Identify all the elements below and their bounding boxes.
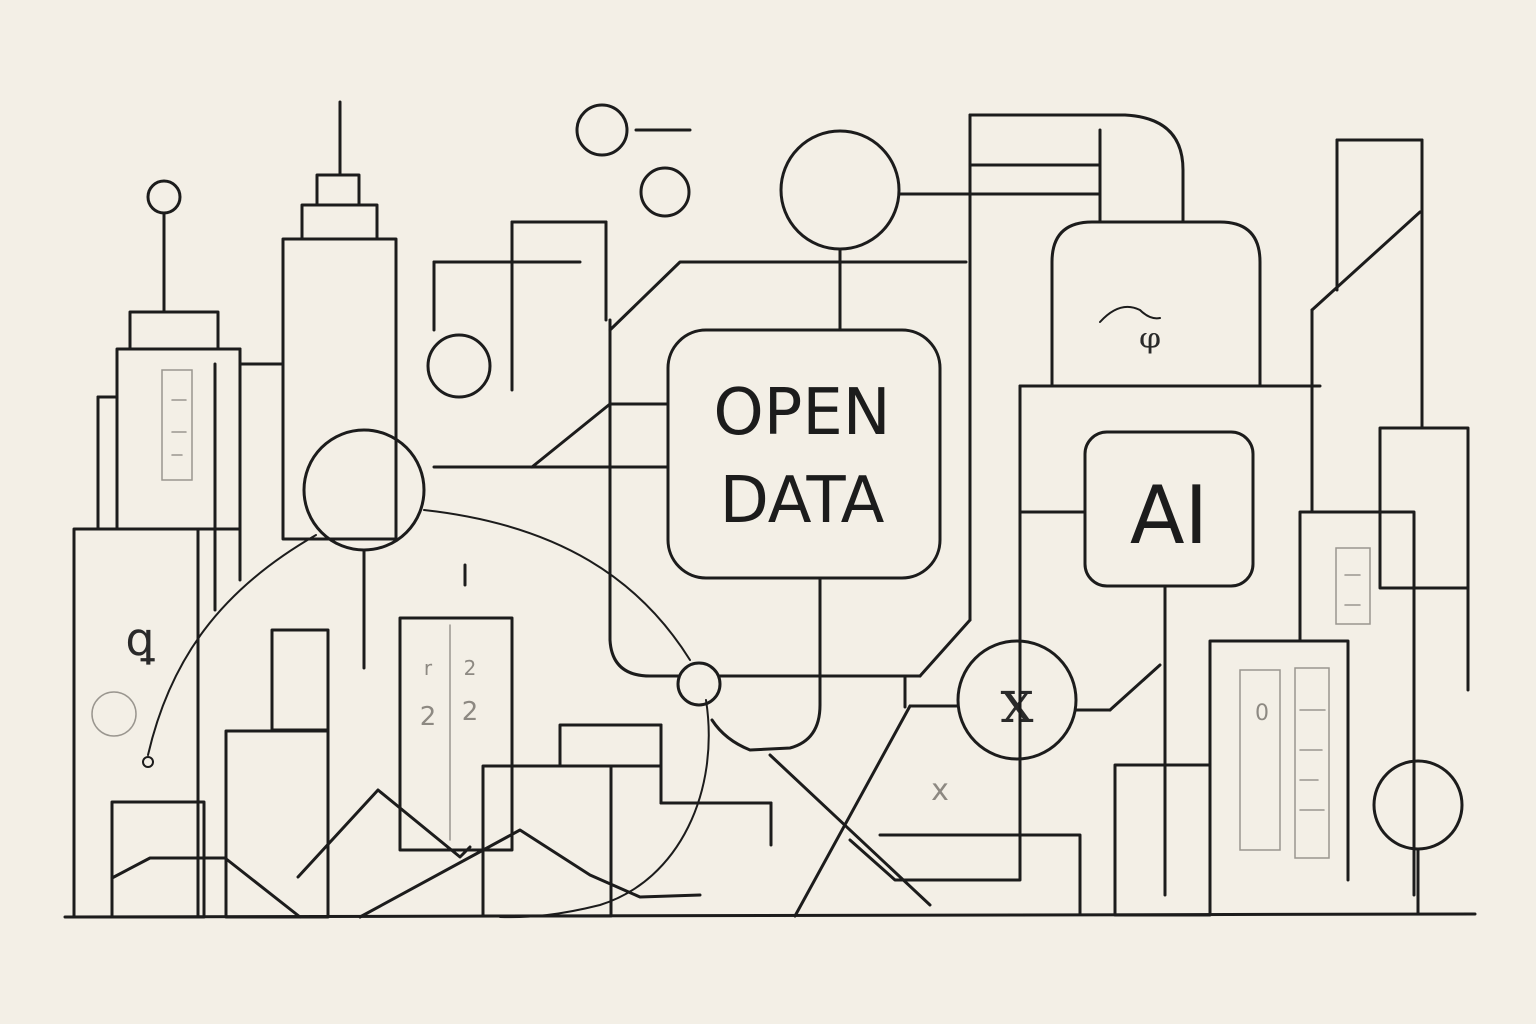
center-junction-node [676,661,722,707]
top-right-pipes [918,113,1185,678]
ai-box [1083,430,1255,588]
svg-text:r: r [424,656,433,680]
open-data-label-line2: DATA [720,464,885,538]
glyph-panel [1050,220,1262,388]
hills-outline [110,788,702,919]
sweeping-cable [423,509,710,919]
svg-text:2: 2 [462,697,479,727]
left-tower-faint-windows [161,369,193,481]
left-faint-circle [91,691,137,737]
svg-text:2: 2 [464,656,477,680]
lower-right-structure [848,758,1082,916]
right-front-building: 0 [1113,639,1350,917]
open-data-label-line1: OPEN [713,376,890,450]
right-mid-buildings [1298,426,1470,897]
center-left-building [426,220,670,469]
left-squiggle-glyph: ꝗ [125,612,155,666]
ai-label: AI [1130,469,1208,562]
small-floating-circle-2 [639,166,691,218]
right-tall-tower [1310,138,1424,512]
arc-cable-top [608,260,968,332]
open-data-box [666,328,942,580]
middle-tall-building: r 2 2 2 [398,616,514,852]
top-data-circle [779,129,901,251]
left-network-node [302,428,426,552]
small-floating-circle-1 [575,103,629,157]
x-glyph: x [1000,667,1034,737]
svg-text:2: 2 [420,702,437,732]
svg-text:0: 0 [1255,701,1269,726]
open-data-down-cable [710,576,822,752]
left-arc-end-dot [142,756,154,768]
x-glyph-node [956,639,1078,761]
faint-x-glyph: x [931,773,949,808]
panel-squiggle-glyph: ᵩ [1139,302,1161,360]
middle-low-buildings [481,723,773,918]
left-skyscraper [281,100,398,541]
right-tree [1372,759,1464,916]
middle-narrow-building [110,628,330,919]
left-arc-cable [147,534,317,756]
left-antenna-tower [96,179,285,531]
